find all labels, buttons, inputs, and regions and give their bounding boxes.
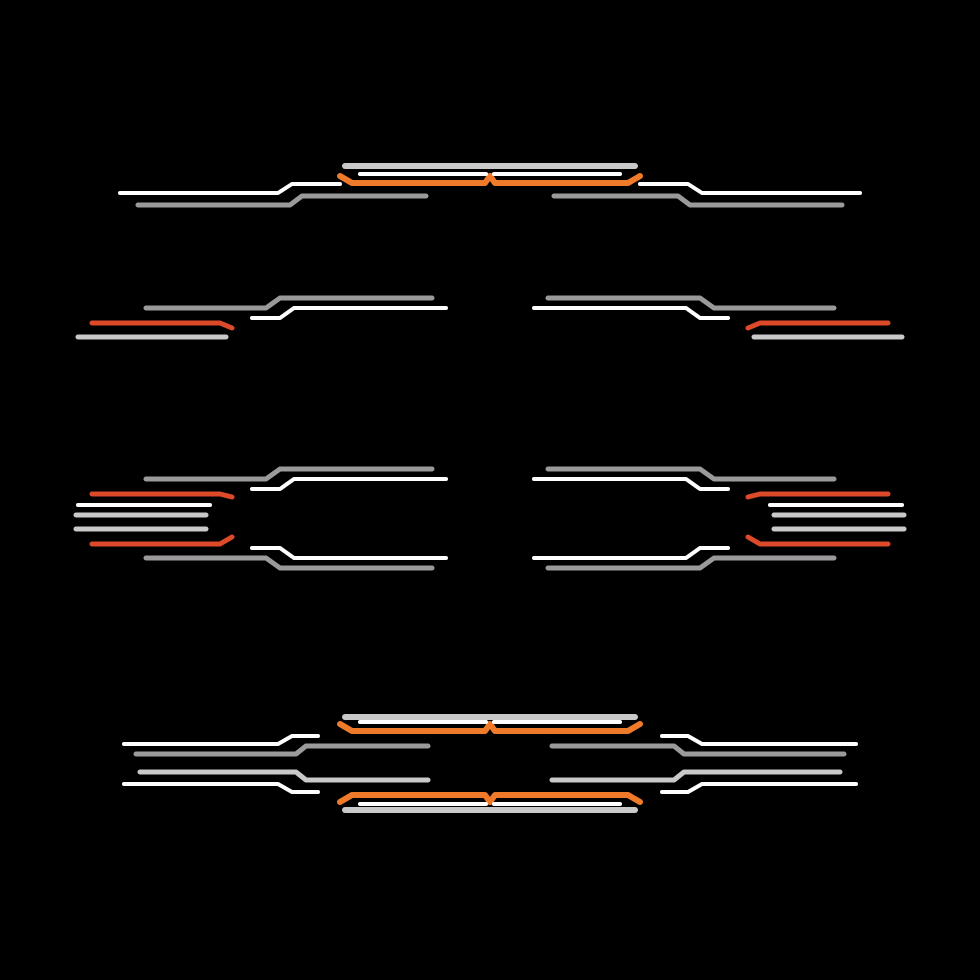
orange-stub-right [745,320,891,331]
white-top-left [250,477,448,491]
white-bottom-left [250,546,448,560]
red-top-left [89,491,235,500]
white-arm-left [118,182,342,195]
gray-arm-left [135,193,429,208]
circuit-divider-top [52,163,928,208]
white-arm-c-left [122,782,320,794]
orange-stub-left [89,320,235,331]
orange-hub-top-right [487,721,643,734]
orange-hub-bottom-left [337,792,493,805]
gray-arm-a-left [133,743,431,757]
white-arm-b-right [549,769,843,783]
red-bottom-right [745,534,891,547]
gray-bottom-left [143,555,435,571]
red-top-right [745,491,891,500]
orange-hub-right [487,173,643,186]
gray-top-right [545,295,837,311]
gray-arm-right [551,193,845,208]
white-arm-a-right [660,734,858,746]
circuit-divider-center [73,466,907,571]
circuit-divider-upper-mid [75,295,905,340]
white-arm-b-left [137,769,431,783]
gray-bottom-right [545,555,837,571]
gray-top-left [143,466,435,482]
white-arm-a-left [122,734,320,746]
orange-hub-bottom-right [487,792,643,805]
white-bottom-right [532,546,730,560]
orange-hub-top-left [337,721,493,734]
white-top-right [532,477,730,491]
gray-top-right [545,466,837,482]
white-mid-right [532,306,730,320]
white-mid-left [250,306,448,320]
motif-group [52,163,928,813]
orange-hub-left [337,173,493,186]
white-arm-right [638,182,862,195]
white-arm-c-right [660,782,858,794]
gray-top-left [143,295,435,311]
red-bottom-left [89,534,235,547]
circuit-divider-bottom [52,714,928,813]
gray-arm-a-right [549,743,847,757]
